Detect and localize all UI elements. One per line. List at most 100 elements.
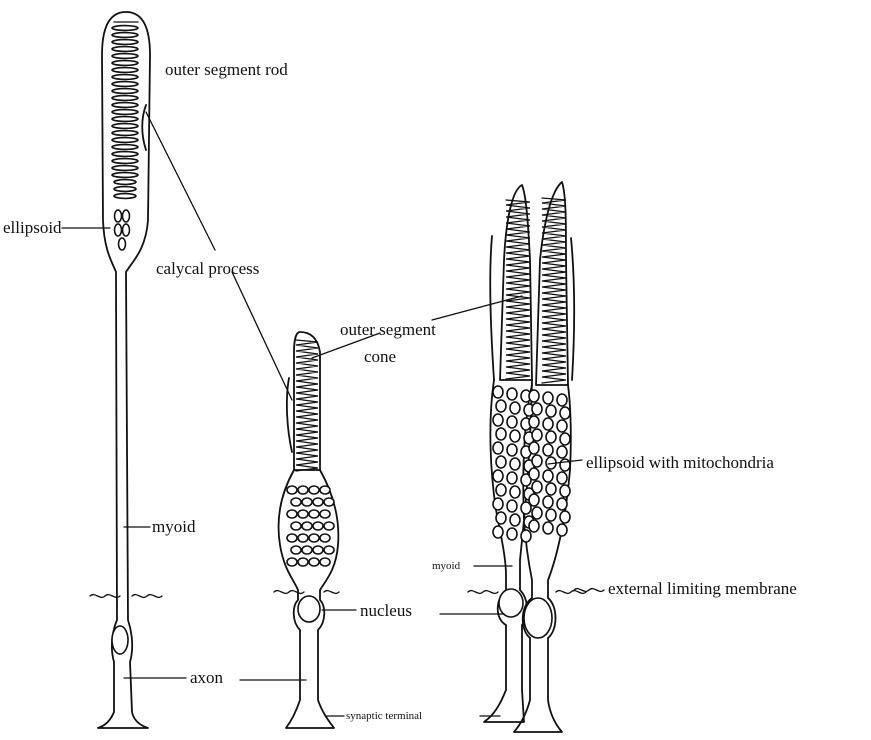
label-axon: axon bbox=[190, 668, 224, 687]
mitochondrion bbox=[529, 390, 539, 402]
mitochondrion bbox=[309, 510, 319, 518]
label-ellipsoid-with-mitochondria: ellipsoid with mitochondria bbox=[586, 453, 774, 472]
label-nucleus: nucleus bbox=[360, 601, 412, 620]
rod-disc bbox=[112, 159, 138, 164]
rod-disc bbox=[112, 26, 138, 31]
mitochondrion bbox=[507, 500, 517, 512]
mitochondrion bbox=[287, 486, 297, 494]
mitochondrion bbox=[557, 446, 567, 458]
mitochondrion bbox=[496, 428, 506, 440]
mitochondrion bbox=[324, 498, 334, 506]
mitochondrion bbox=[543, 418, 553, 430]
calycal-leader-rod bbox=[146, 112, 215, 250]
mitochondrion bbox=[546, 431, 556, 443]
mitochondrion bbox=[510, 458, 520, 470]
single-cone-mitochondria bbox=[287, 486, 334, 566]
elm-leader bbox=[574, 589, 604, 592]
mitochondrion bbox=[507, 528, 517, 540]
double-cone-nucleus-right bbox=[524, 598, 552, 638]
rod-disc bbox=[112, 131, 138, 136]
mitochondrion bbox=[532, 403, 542, 415]
mitochondrion bbox=[510, 486, 520, 498]
mitochondrion bbox=[309, 486, 319, 494]
mitochondrion bbox=[320, 558, 330, 566]
mitochondrion bbox=[543, 444, 553, 456]
rod-disc bbox=[112, 110, 138, 115]
mitochondrion bbox=[302, 546, 312, 554]
mitochondrion bbox=[287, 558, 297, 566]
mitochondrion bbox=[546, 509, 556, 521]
rod-disc bbox=[112, 96, 138, 101]
rod-discs bbox=[112, 22, 138, 250]
rod-disc bbox=[112, 166, 138, 171]
mitochondrion bbox=[560, 485, 570, 497]
single-cone-nucleus bbox=[298, 596, 320, 622]
label-outer-segment-cone-1: outer segment bbox=[340, 320, 436, 339]
rod-ellipsoid-body bbox=[123, 210, 130, 222]
mitochondrion bbox=[309, 558, 319, 566]
rod-disc bbox=[112, 152, 138, 157]
mitochondrion bbox=[302, 498, 312, 506]
mitochondrion bbox=[313, 498, 323, 506]
rod-cell bbox=[98, 12, 150, 728]
mitochondrion bbox=[320, 510, 330, 518]
mitochondrion bbox=[557, 498, 567, 510]
rod-disc bbox=[114, 187, 136, 192]
rod-ellipsoid-body bbox=[123, 224, 130, 236]
rod-disc bbox=[112, 33, 138, 38]
mitochondrion bbox=[298, 486, 308, 494]
label-outer-segment-cone-2: cone bbox=[364, 347, 396, 366]
mitochondrion bbox=[320, 486, 330, 494]
mitochondrion bbox=[493, 526, 503, 538]
rod-disc bbox=[112, 68, 138, 73]
mitochondrion bbox=[532, 455, 542, 467]
rod-disc bbox=[112, 145, 138, 150]
single-cone-calycal-process bbox=[287, 378, 292, 452]
calycal-leader-cone bbox=[232, 272, 292, 400]
mitochondrion bbox=[496, 456, 506, 468]
mitochondrion bbox=[493, 498, 503, 510]
mitochondrion bbox=[543, 522, 553, 534]
mitochondrion bbox=[560, 433, 570, 445]
mitochondrion bbox=[298, 510, 308, 518]
mitochondrion bbox=[507, 472, 517, 484]
rod-disc bbox=[112, 138, 138, 143]
mitochondrion bbox=[560, 459, 570, 471]
mitochondrion bbox=[291, 498, 301, 506]
label-ellipsoid: ellipsoid bbox=[3, 218, 62, 237]
mitochondrion bbox=[557, 420, 567, 432]
label-myoid-rod: myoid bbox=[152, 517, 196, 536]
label-calycal-process: calycal process bbox=[156, 259, 259, 278]
rod-ellipsoid-body bbox=[115, 210, 122, 222]
rod-disc bbox=[112, 124, 138, 129]
mitochondrion bbox=[543, 496, 553, 508]
mitochondrion bbox=[324, 546, 334, 554]
mitochondrion bbox=[507, 416, 517, 428]
mitochondrion bbox=[291, 522, 301, 530]
mitochondrion bbox=[324, 522, 334, 530]
mitochondrion bbox=[560, 511, 570, 523]
rod-disc bbox=[114, 180, 136, 185]
mitochondrion bbox=[320, 534, 330, 542]
label-external-limiting-membrane: external limiting membrane bbox=[608, 579, 797, 598]
mitochondrion bbox=[313, 522, 323, 530]
mitochondrion bbox=[507, 388, 517, 400]
mitochondrion bbox=[529, 416, 539, 428]
rod-disc bbox=[114, 194, 136, 199]
mitochondrion bbox=[313, 546, 323, 554]
mitochondrion bbox=[493, 442, 503, 454]
mitochondrion bbox=[546, 483, 556, 495]
double-cone-mitochondria bbox=[493, 386, 570, 542]
rod-disc bbox=[112, 173, 138, 178]
mitochondrion bbox=[510, 430, 520, 442]
mitochondrion bbox=[302, 522, 312, 530]
outer-segment-cone-leader-double bbox=[432, 296, 522, 320]
mitochondrion bbox=[510, 514, 520, 526]
mitochondrion bbox=[291, 546, 301, 554]
mitochondrion bbox=[496, 484, 506, 496]
rod-disc bbox=[112, 61, 138, 66]
double-cone bbox=[484, 182, 574, 732]
rod-disc bbox=[112, 47, 138, 52]
mitochondrion bbox=[298, 558, 308, 566]
rod-nucleus bbox=[112, 626, 128, 654]
